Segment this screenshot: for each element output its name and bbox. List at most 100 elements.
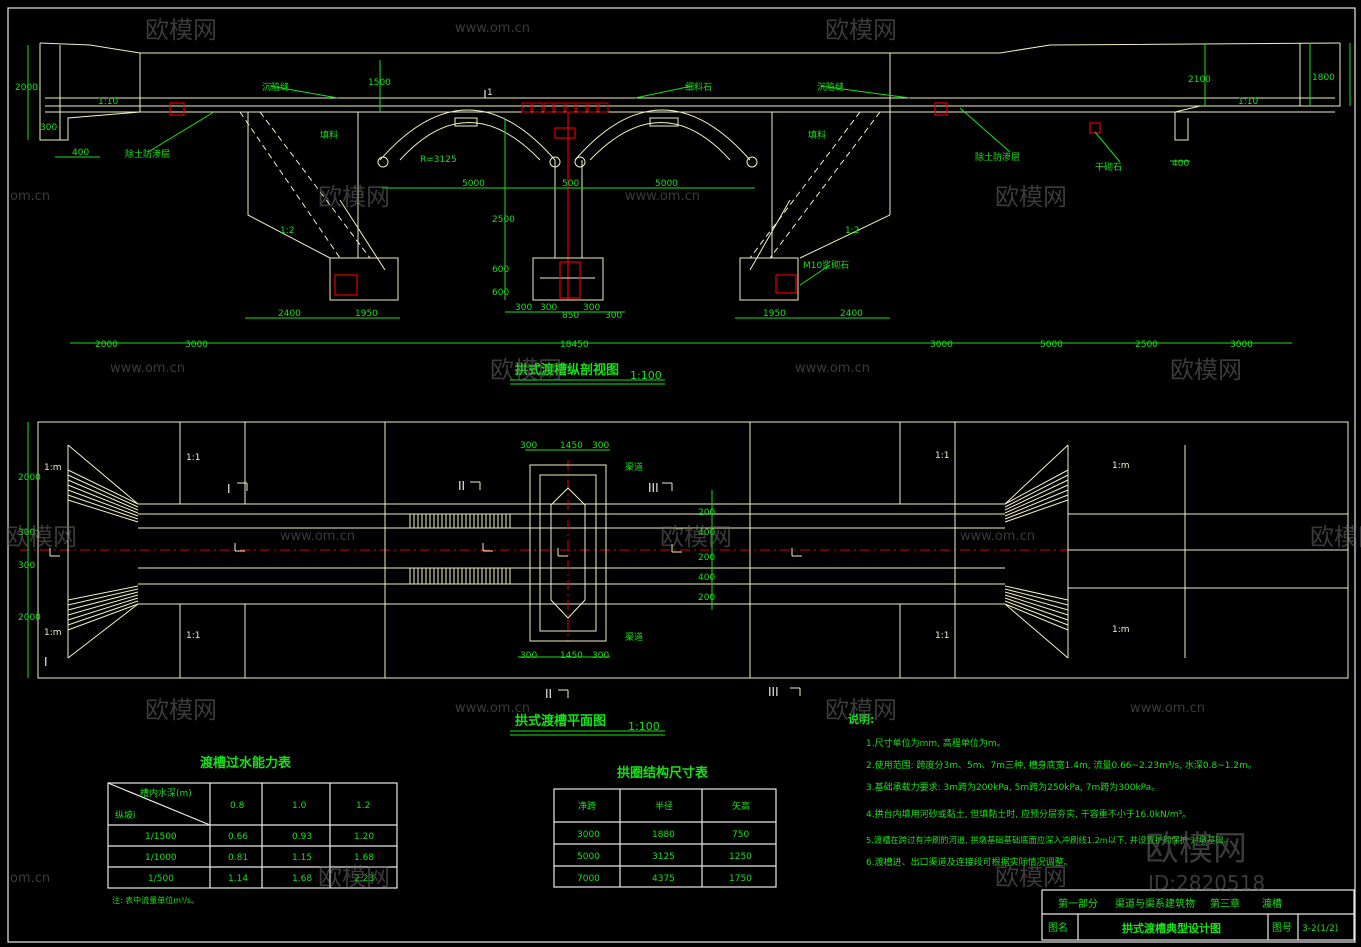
dim-side-0: 400 bbox=[72, 148, 89, 158]
plan-section-2: III bbox=[648, 481, 659, 495]
plan-dim-bottom-2: 300 bbox=[592, 651, 609, 661]
watermark-url: www.om.cn bbox=[960, 529, 1035, 544]
watermark-brand: 欧模网 bbox=[490, 356, 562, 384]
arch-row-1-2: 1250 bbox=[729, 852, 752, 862]
tb-part-name: 渠道与渠系建筑物 bbox=[1115, 897, 1195, 910]
capacity-table: 渡槽过水能力表 槽内水深(m) 纵坡i 0.8 1.0 1.2 1/1500 0… bbox=[107, 755, 398, 905]
pier-plan bbox=[529, 464, 607, 642]
capacity-header-0: 0.8 bbox=[230, 801, 245, 811]
plan-scale: 1:100 bbox=[628, 720, 660, 733]
deck-block bbox=[598, 102, 609, 113]
arch-row-1-1: 3125 bbox=[652, 852, 675, 862]
watermarks: 欧模网 欧模网 www.om.cn 欧模网 欧模网 www.om.cn om.c… bbox=[5, 16, 1361, 895]
dim-mid-1: 500 bbox=[562, 179, 579, 189]
plan-dim-left-2: 300 bbox=[18, 561, 35, 571]
arch-row-2-0: 7000 bbox=[577, 874, 600, 884]
tb-num-label: 图号 bbox=[1272, 922, 1292, 934]
notes: 说明: 1.尺寸单位为mm, 高程单位为m。 2.使用范围: 跨度分3m、5m、… bbox=[848, 712, 1257, 868]
note-6: 6.渡槽进、出口渠道及连接段可根据实际情况调整。 bbox=[866, 856, 1073, 868]
tb-name-label: 图名 bbox=[1048, 921, 1068, 934]
capacity-header-2: 1.2 bbox=[356, 801, 370, 811]
capacity-row-0-slope: 1/1500 bbox=[145, 832, 177, 842]
watermark-url: www.om.cn bbox=[455, 701, 530, 716]
tb-drawing-name: 拱式渡槽典型设计图 bbox=[1122, 921, 1221, 935]
label-radius: R=3125 bbox=[420, 155, 457, 165]
title-block: 第一部分 渠道与渠系建筑物 第三章 渡槽 图名 拱式渡槽典型设计图 图号 3-2… bbox=[1041, 889, 1355, 941]
arch-header-2: 矢高 bbox=[732, 800, 750, 812]
deck-block bbox=[554, 102, 565, 113]
arch-row-1-0: 5000 bbox=[577, 852, 600, 862]
capacity-corner-bottom: 纵坡i bbox=[115, 809, 136, 821]
label-settlement-right: 沉陷缝 bbox=[817, 81, 844, 93]
label-settlement-left: 沉陷缝 bbox=[262, 81, 289, 93]
plan-dim-bottom-0: 300 bbox=[520, 651, 537, 661]
label-thin-stone: 细料石 bbox=[685, 81, 712, 93]
dim-row2-4: 300 bbox=[605, 311, 622, 321]
arch-header-1: 半径 bbox=[655, 800, 673, 812]
deck-block bbox=[576, 102, 587, 113]
plan-slope-4: 1:m bbox=[1112, 461, 1130, 471]
capacity-note: 注: 表中流量单位m³/s。 bbox=[112, 895, 199, 905]
watermark-url: www.om.cn bbox=[110, 361, 185, 376]
note-1: 1.尺寸单位为mm, 高程单位为m。 bbox=[866, 737, 1006, 749]
plan-sub-label-0: 渠道 bbox=[625, 461, 643, 473]
deck-block bbox=[565, 102, 576, 113]
arch-row-0-1: 1880 bbox=[652, 830, 675, 840]
tb-part: 第一部分 bbox=[1058, 897, 1098, 910]
label-slope-left: 1:10 bbox=[98, 97, 118, 107]
plan-section-4: III bbox=[768, 685, 779, 699]
dim-row1-0: 2400 bbox=[278, 309, 301, 319]
plan-sub-label-1: 渠道 bbox=[625, 631, 643, 643]
capacity-row-1-v2: 1.68 bbox=[354, 853, 374, 863]
deck-block bbox=[587, 102, 598, 113]
footing-left bbox=[329, 257, 399, 301]
capacity-header-1: 1.0 bbox=[292, 801, 307, 811]
watermark-brand: 欧模网 bbox=[660, 523, 732, 551]
elevation-title: 拱式渡槽纵剖视图 bbox=[515, 362, 619, 378]
plan-slope-1: 1:1 bbox=[186, 631, 200, 641]
watermark-brand: 欧模网 bbox=[1170, 356, 1242, 384]
watermark-brand: 欧模网 bbox=[318, 863, 390, 891]
arch-row-2-2: 1750 bbox=[729, 874, 752, 884]
dim-row2-2: 850 bbox=[562, 311, 579, 321]
tb-chapter: 第三章 bbox=[1210, 897, 1240, 910]
capacity-table-title: 渡槽过水能力表 bbox=[200, 755, 292, 771]
dim-bottom-1: 3000 bbox=[185, 340, 208, 350]
plan-section-0: I bbox=[227, 482, 231, 496]
dim-bottom-3: 3000 bbox=[930, 340, 953, 350]
label-fill-left: 填料 bbox=[320, 129, 338, 141]
deck-block bbox=[532, 102, 543, 113]
elevation-scale: 1:100 bbox=[630, 369, 662, 382]
dim-top-3: 1800 bbox=[1312, 73, 1335, 83]
watermark-url: www.om.cn bbox=[1130, 701, 1205, 716]
dim-side-4: 600 bbox=[492, 265, 509, 275]
dim-bottom-2: 18450 bbox=[560, 340, 589, 350]
plan-slope-5: 1:m bbox=[1112, 625, 1130, 635]
label-grade-right: 1:2 bbox=[845, 226, 859, 236]
label-soil-left: 除土防渗层 bbox=[125, 148, 170, 160]
dim-row2-1: 300 bbox=[540, 303, 557, 313]
dim-top-1: 1500 bbox=[368, 78, 391, 88]
plan-dim-right-1: 400 bbox=[698, 528, 715, 538]
watermark-brand: 欧模网 bbox=[825, 696, 897, 724]
plan-slope-3: 1:1 bbox=[935, 631, 949, 641]
dim-mid-2: 5000 bbox=[655, 179, 678, 189]
watermark-brand: 欧模网 bbox=[1310, 523, 1361, 551]
plan-dim-right-0: 200 bbox=[698, 508, 715, 518]
arch-table: 拱圈结构尺寸表 净跨 半径 矢高 3000 1880 750 5000 3125… bbox=[553, 765, 777, 888]
dim-bottom-4: 5000 bbox=[1040, 340, 1063, 350]
watermark-brand: 欧模网 bbox=[1145, 829, 1247, 869]
tb-drawing-num: 3-2(1/2) bbox=[1302, 924, 1338, 934]
plan-dim-top-2: 300 bbox=[592, 441, 609, 451]
plan-view: 300 1450 300 300 1450 300 2000 300 300 2… bbox=[18, 421, 1349, 736]
watermark-url: om.cn bbox=[10, 871, 50, 886]
notes-title: 说明: bbox=[848, 712, 874, 726]
dim-row1-3: 2400 bbox=[840, 309, 863, 319]
note-4: 4.拱台内填用河砂或黏土, 但填黏土时, 应预分层夯实, 干容重不小于16.0k… bbox=[866, 808, 1191, 820]
footing-mid bbox=[532, 257, 604, 301]
capacity-row-2-v0: 1.14 bbox=[228, 874, 248, 884]
plan-dim-left-0: 2000 bbox=[18, 473, 41, 483]
watermark-url: www.om.cn bbox=[625, 189, 700, 204]
capacity-row-2-v2: 2.23 bbox=[354, 874, 374, 884]
dim-side-1: 400 bbox=[1172, 159, 1189, 169]
